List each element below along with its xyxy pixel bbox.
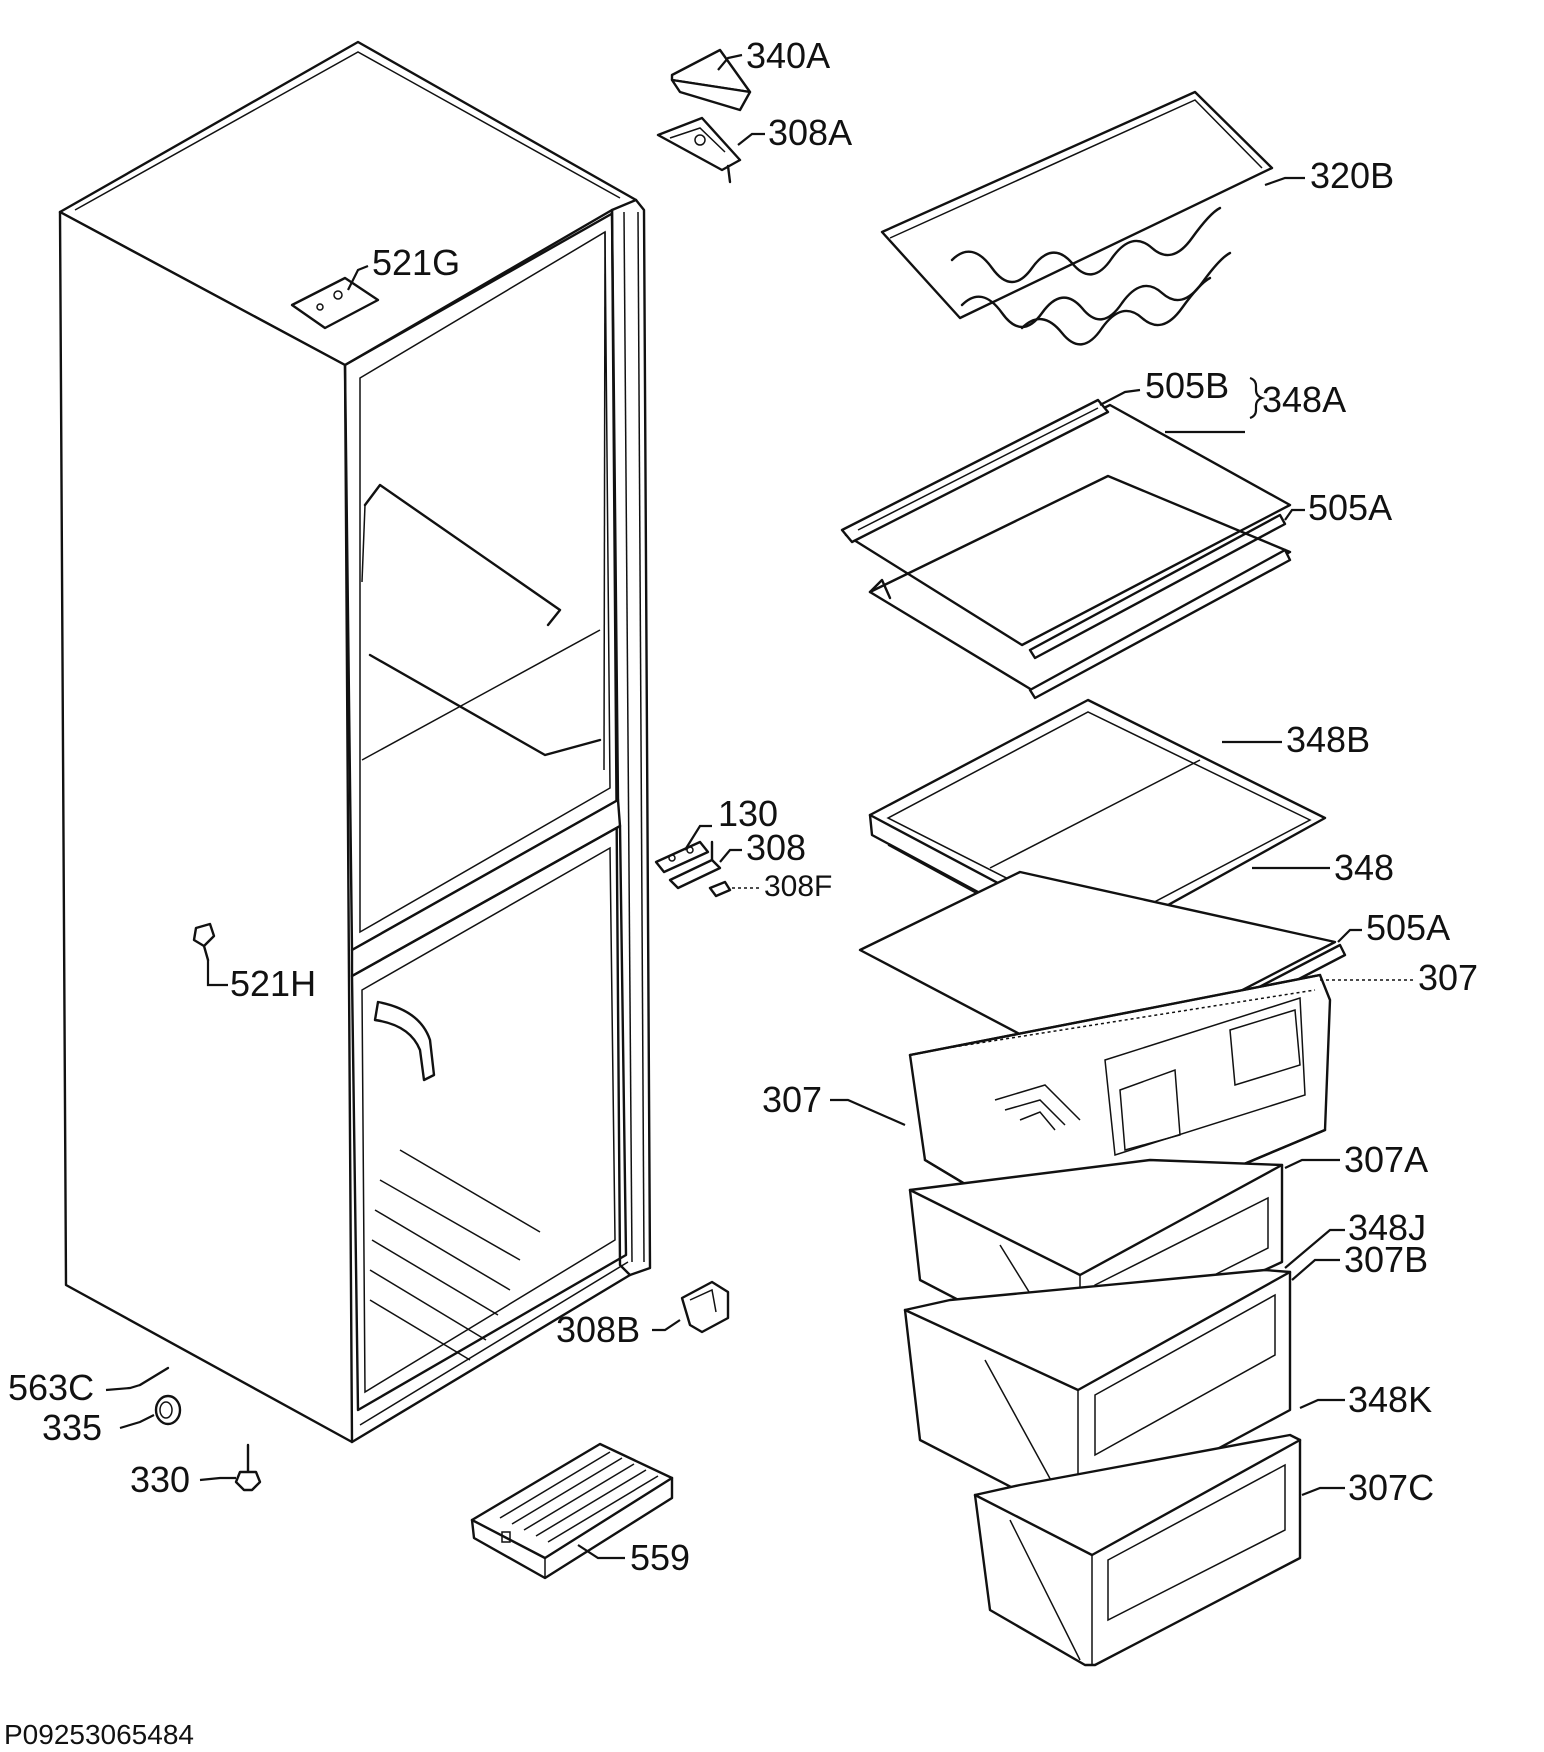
- label-308B: 308B: [556, 1309, 640, 1350]
- label-307A: 307A: [1344, 1139, 1428, 1180]
- wine-rack-part: [880, 90, 1274, 346]
- top-hinge-part: [656, 116, 742, 184]
- drawer-307-part: [908, 973, 1332, 1240]
- label-330: 330: [130, 1459, 190, 1500]
- label-320B: 320B: [1310, 155, 1394, 196]
- label-308F: 308F: [764, 870, 832, 903]
- leader-lines: [105, 53, 1415, 1560]
- label-307-right: 307: [1418, 957, 1478, 998]
- label-307B: 307B: [1344, 1239, 1428, 1280]
- part-labels: 340A 308A 320B 521G 505B 348A 505A 348B …: [4, 35, 1478, 1750]
- hinge-cover-part: [670, 48, 752, 112]
- label-307C: 307C: [1348, 1467, 1434, 1508]
- label-348B: 348B: [1286, 719, 1370, 760]
- label-521G: 521G: [372, 242, 460, 283]
- label-348A: 348A: [1262, 379, 1346, 420]
- label-505A-mid: 505A: [1366, 907, 1450, 948]
- label-340A: 340A: [746, 35, 830, 76]
- label-335: 335: [42, 1407, 102, 1448]
- label-348K: 348K: [1348, 1379, 1432, 1420]
- drawer-307C-part: [973, 1433, 1302, 1667]
- screw-part: [192, 922, 216, 962]
- label-505A-top: 505A: [1308, 487, 1392, 528]
- label-307-left: 307: [762, 1079, 822, 1120]
- label-505B: 505B: [1145, 365, 1229, 406]
- label-521H: 521H: [230, 963, 316, 1004]
- label-348J: 348J: [1348, 1207, 1426, 1248]
- glass-shelf-348A-part: [840, 398, 1292, 700]
- diagram-code: P09253065484: [4, 1719, 194, 1750]
- hinge-308-part: [668, 840, 722, 890]
- fridge-cabinet: [58, 40, 652, 1444]
- top-plate-part: [290, 276, 380, 330]
- label-308A: 308A: [768, 112, 852, 153]
- pin-563C-part: [138, 1366, 170, 1387]
- label-563C: 563C: [8, 1367, 94, 1408]
- hinge-pin-308F-part: [708, 880, 732, 898]
- hinge-308B-part: [680, 1280, 730, 1334]
- label-130: 130: [718, 793, 778, 834]
- tray-559-part: [470, 1442, 674, 1580]
- label-308: 308: [746, 827, 806, 868]
- label-348: 348: [1334, 847, 1394, 888]
- foot-330-part: [234, 1443, 262, 1492]
- label-559: 559: [630, 1537, 690, 1578]
- foot-335-part: [154, 1394, 182, 1426]
